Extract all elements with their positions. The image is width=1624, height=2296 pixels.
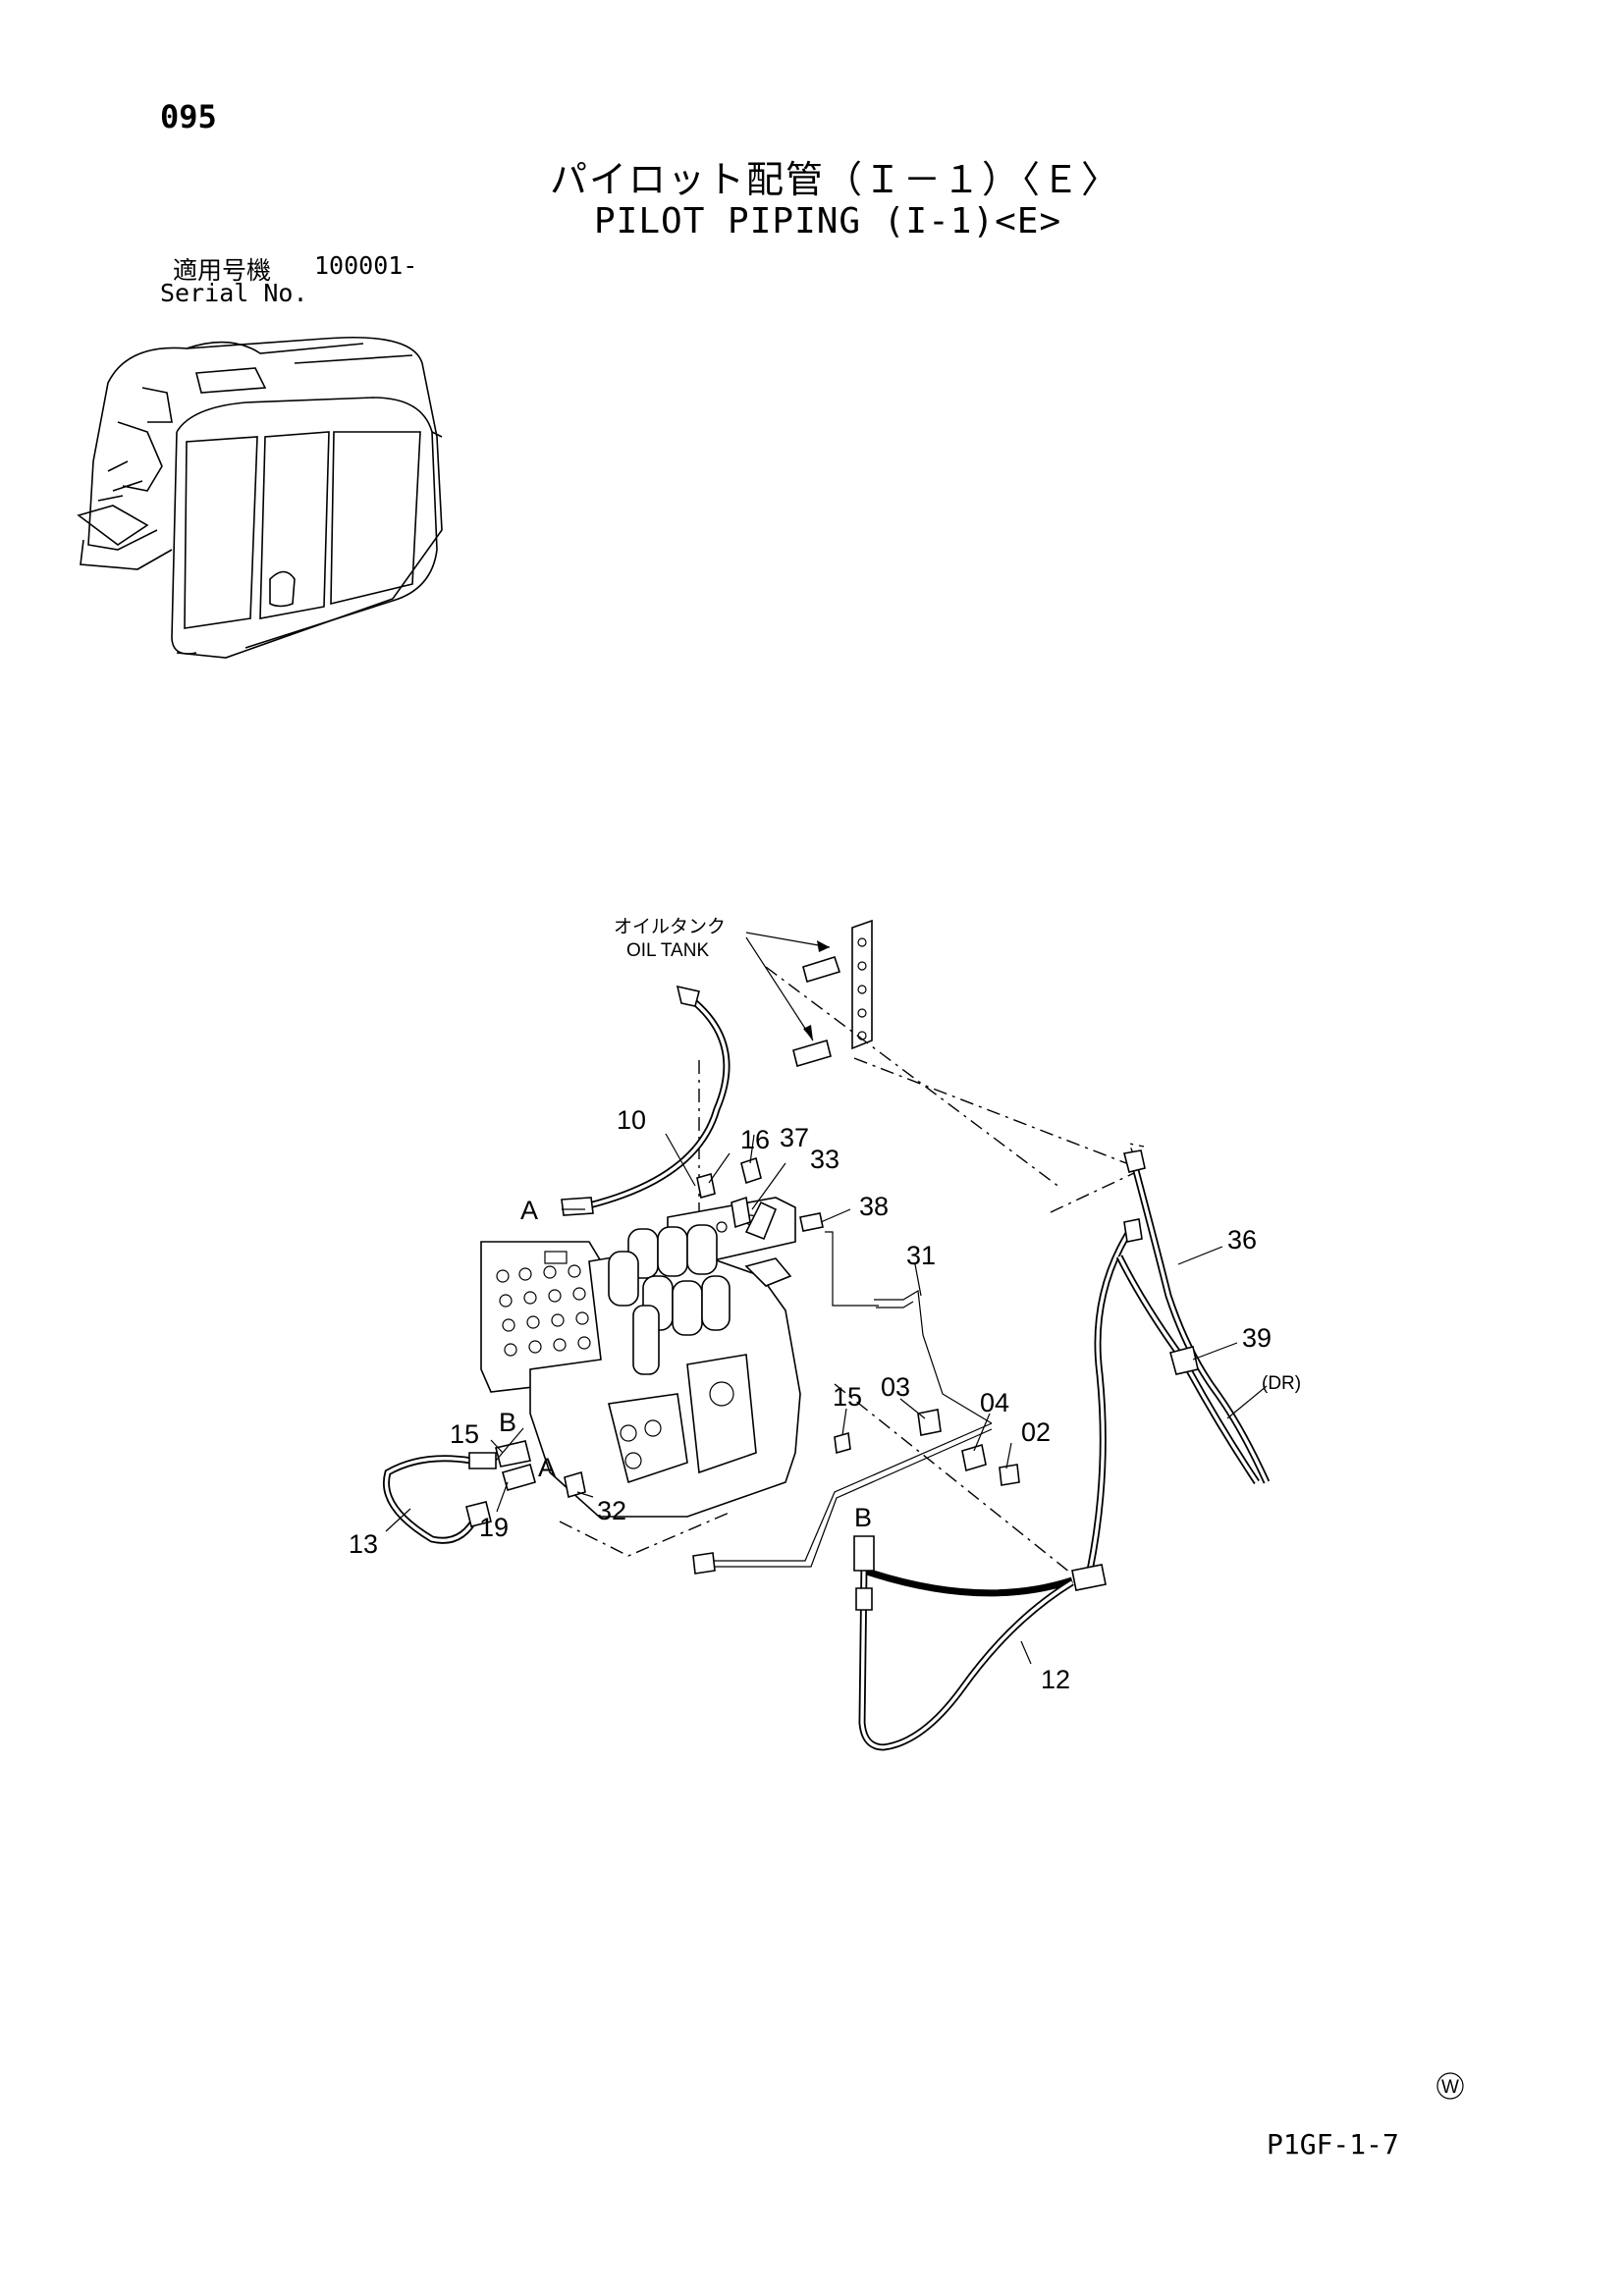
callout-31: 31 (906, 1241, 936, 1270)
fittings-16-37-33-38 (696, 1156, 824, 1232)
callout-04: 04 (980, 1388, 1009, 1417)
hose-12-upper (1071, 1218, 1260, 1591)
footer-mark: W (1436, 2072, 1464, 2100)
connector-b-left: B (499, 1408, 516, 1437)
callout-16: 16 (740, 1125, 770, 1154)
oil-tank-label: オイルタンク OIL TANK (614, 916, 831, 1041)
callouts: 10 16 37 33 38 31 36 39 (DR) 15 03 04 02… (349, 1105, 1301, 1694)
oil-tank-bracket (792, 919, 873, 1068)
callout-37: 37 (780, 1123, 809, 1152)
cab-locator-illustration (77, 336, 443, 659)
serial-label-english: Serial No. (160, 279, 308, 307)
callout-15-left: 15 (450, 1419, 479, 1449)
serial-number: 100001- (314, 251, 418, 280)
callout-03: 03 (881, 1372, 910, 1402)
callout-36: 36 (1227, 1225, 1257, 1255)
drain-label: (DR) (1262, 1373, 1301, 1394)
callout-38: 38 (859, 1192, 889, 1221)
hose-13 (383, 1440, 536, 1544)
callout-02: 02 (1021, 1417, 1051, 1447)
clamp-39 (1169, 1346, 1199, 1375)
title-japanese: パイロット配管（Ｉ－１）〈Ｅ〉 (550, 158, 1121, 201)
callout-32: 32 (597, 1496, 626, 1525)
oil-tank-label-en: OIL TANK (626, 940, 709, 961)
callout-12: 12 (1041, 1665, 1070, 1694)
footer-code: P1GF-1-7 (1267, 2128, 1399, 2161)
pipe-31 (692, 1231, 993, 1575)
callout-15-right: 15 (833, 1382, 862, 1412)
oil-tank-label-jp: オイルタンク (614, 916, 726, 937)
footer-mark-letter: W (1441, 2077, 1459, 2098)
hose-12 (853, 1535, 1074, 1751)
page-number: 095 (160, 98, 217, 135)
callout-13: 13 (349, 1529, 378, 1559)
control-valve (480, 1197, 801, 1518)
callout-39: 39 (1242, 1323, 1272, 1353)
callout-10: 10 (617, 1105, 646, 1135)
serial-label-japanese: 適用号機 (173, 256, 272, 285)
callout-leaders (385, 1133, 1268, 1665)
title-english: PILOT PIPING (I-1)<E> (594, 201, 1062, 241)
connector-b-right: B (854, 1503, 872, 1532)
connector-a-top: A (520, 1196, 538, 1225)
hose-36 (1123, 1149, 1271, 1484)
connector-a-bottom: A (538, 1453, 556, 1482)
hose-10 (561, 985, 731, 1216)
callout-19: 19 (479, 1513, 509, 1542)
callout-33: 33 (810, 1145, 839, 1174)
clamps-03-04-02 (834, 1409, 1020, 1486)
fitting-32 (564, 1470, 586, 1499)
